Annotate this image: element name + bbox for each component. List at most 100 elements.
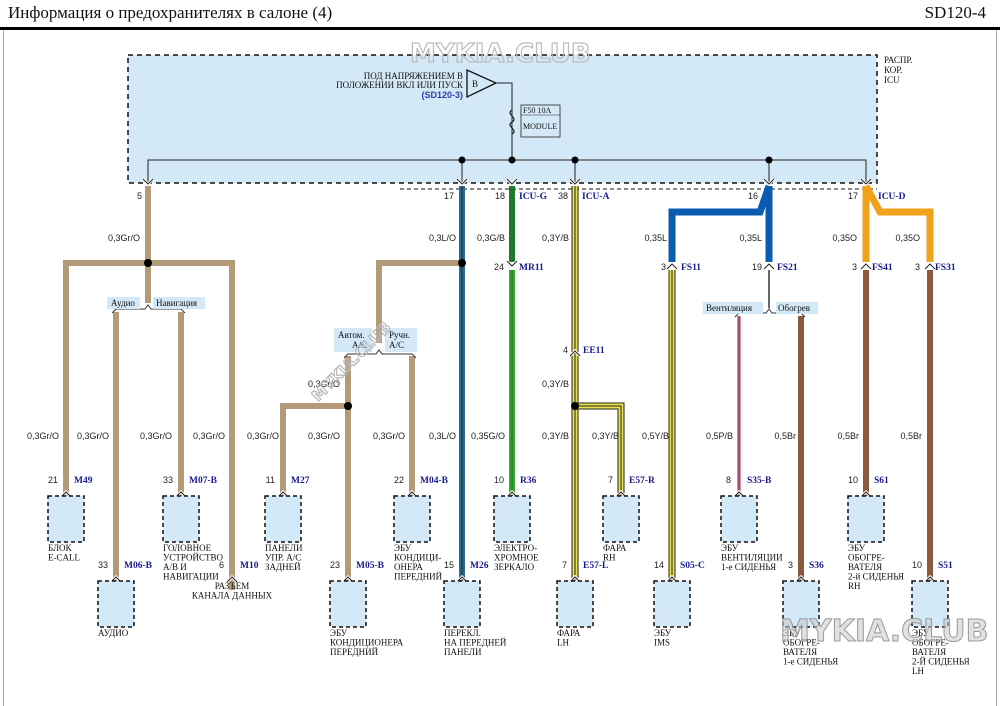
component-box[interactable] [162,495,200,543]
component-connector-id[interactable]: M07-B [189,476,218,486]
icu-connector-id[interactable]: ICU-D [878,192,906,202]
component-label: ЭБУ [912,628,930,638]
component-label: ВЕНТИЛЯЦИИ [721,553,783,563]
component-label: RH [848,581,861,591]
wire [280,403,348,505]
component-label: ВАТЕЛЯ [912,647,946,657]
component-connector-id[interactable]: M26 [470,561,489,571]
wire-outline [575,402,625,505]
option-tag-heating: Обогрев [778,303,810,313]
component-label: ФАРА [557,628,581,638]
component-label: 1-е СИДЕНЬЯ [721,562,776,572]
icu-label-line-3: ICU [884,75,900,85]
component-label: ПЕРЕДНИЙ [330,647,379,657]
component-box[interactable] [602,495,640,543]
fuse-box [520,104,561,138]
component-label: ПЕРЕДНИЙ [394,572,443,582]
component-label: ПЕРЕКЛ. [444,628,481,638]
component-connector-id[interactable]: M49 [74,476,93,486]
component-box[interactable] [97,580,135,628]
component-connector-id[interactable]: M05-B [356,561,385,571]
inline-connector-id[interactable]: FS11 [681,263,701,273]
component-box[interactable] [782,580,820,628]
component-label: 2-Й СИДЕНЬЯ [912,657,970,667]
wire-label: 0,5P/B [706,431,733,441]
wire-label: 0,3Gr/O [308,379,340,389]
connector-chevron-icon [506,178,518,185]
svg-text:A/C: A/C [352,340,367,350]
option-tag-manual-ac: Ручн. [389,330,410,340]
option-tag-bg [776,302,818,314]
component-connector-id[interactable]: S35-B [747,476,772,486]
page-header: Информация о предохранителях в салоне (4… [0,0,1000,30]
power-feed-wire [496,82,513,160]
inline-connector-id[interactable]: FS21 [777,263,798,273]
component-box[interactable] [47,495,85,543]
component-label: ОБОГРЕ- [912,638,949,648]
component-label: 2-й СИДЕНЬЯ [848,572,904,582]
component-label: КАНАЛА ДАННЫХ [192,591,273,601]
option-tag-bg [385,328,417,352]
inline-pin: 4 [563,345,568,355]
component-label: RH [603,553,616,563]
component-label: НАВИГАЦИИ [163,572,219,582]
component-connector-id[interactable]: E57-L [583,561,608,571]
option-tag-audio: Аудио [111,298,135,308]
component-box[interactable] [329,580,367,628]
page-title: Информация о предохранителях в салоне (4… [8,3,333,22]
wire-label: 0,3Gr/O [193,431,225,441]
component-label: КОНДИЦИОНЕРА [330,638,404,648]
icu-connector-id[interactable]: ICU-A [582,192,610,202]
component-connector-id[interactable]: R36 [520,476,537,486]
connector-chevron-icon [762,261,776,271]
option-tag-auto-ac: Автом. [338,330,365,340]
power-source-ref[interactable]: (SD120-3) [421,90,463,100]
icu-connector-id[interactable]: ICU-G [519,192,548,202]
component-connector-id[interactable]: M04-B [420,476,449,486]
component-box[interactable] [847,495,885,543]
component-box[interactable] [911,580,949,628]
component-box[interactable] [264,495,302,543]
svg-text:A/C: A/C [389,340,404,350]
component-connector-id[interactable]: M10 [240,561,259,571]
component-label: ХРОМНОЕ [494,553,539,563]
wire [575,403,624,505]
component-pin: 10 [912,560,922,570]
component-connector-id[interactable]: S61 [874,476,889,486]
component-connector-id[interactable]: E57-R [629,476,655,486]
component-label: ЭБУ [721,543,739,553]
connector-chevron-icon [859,261,873,271]
inline-connector-id[interactable]: FS41 [872,263,893,273]
connector-chevron-icon [569,350,581,357]
component-connector-id[interactable]: M06-B [124,561,153,571]
component-connector-id[interactable]: S05-C [680,561,705,571]
inline-pin: 24 [494,262,504,272]
component-box[interactable] [556,580,594,628]
component-box[interactable] [393,495,431,543]
splice-dot [458,259,466,267]
component-label: ЭБУ [330,628,348,638]
component-pin: 3 [788,560,793,570]
inline-connector-id[interactable]: MR11 [519,263,544,273]
component-box[interactable] [720,495,758,543]
wire-label: 0,3L/O [429,233,456,243]
component-box[interactable] [493,495,531,543]
wire-label: 0,35O [895,233,920,243]
component-label: УПР. A/C [265,553,301,563]
wire-label: 0,3Gr/O [108,233,140,243]
connector-chevron-icon [666,263,678,270]
component-box[interactable] [443,580,481,628]
wire-label: 0,5Br [900,431,922,441]
option-tag-bg [703,302,763,314]
component-connector-id[interactable]: S51 [938,561,953,571]
inline-connector-id[interactable]: EE11 [583,346,605,356]
inline-connector-id[interactable]: FS31 [935,263,956,273]
option-tag-bg [153,297,205,309]
component-connector-id[interactable]: S36 [809,561,824,571]
component-label: ОБОГРЕ- [848,553,885,563]
component-box[interactable] [653,580,691,628]
wire-label: 0,3Gr/O [247,431,279,441]
component-connector-id[interactable]: M27 [291,476,310,486]
icu-pin: 16 [748,191,758,201]
wire [668,184,773,262]
